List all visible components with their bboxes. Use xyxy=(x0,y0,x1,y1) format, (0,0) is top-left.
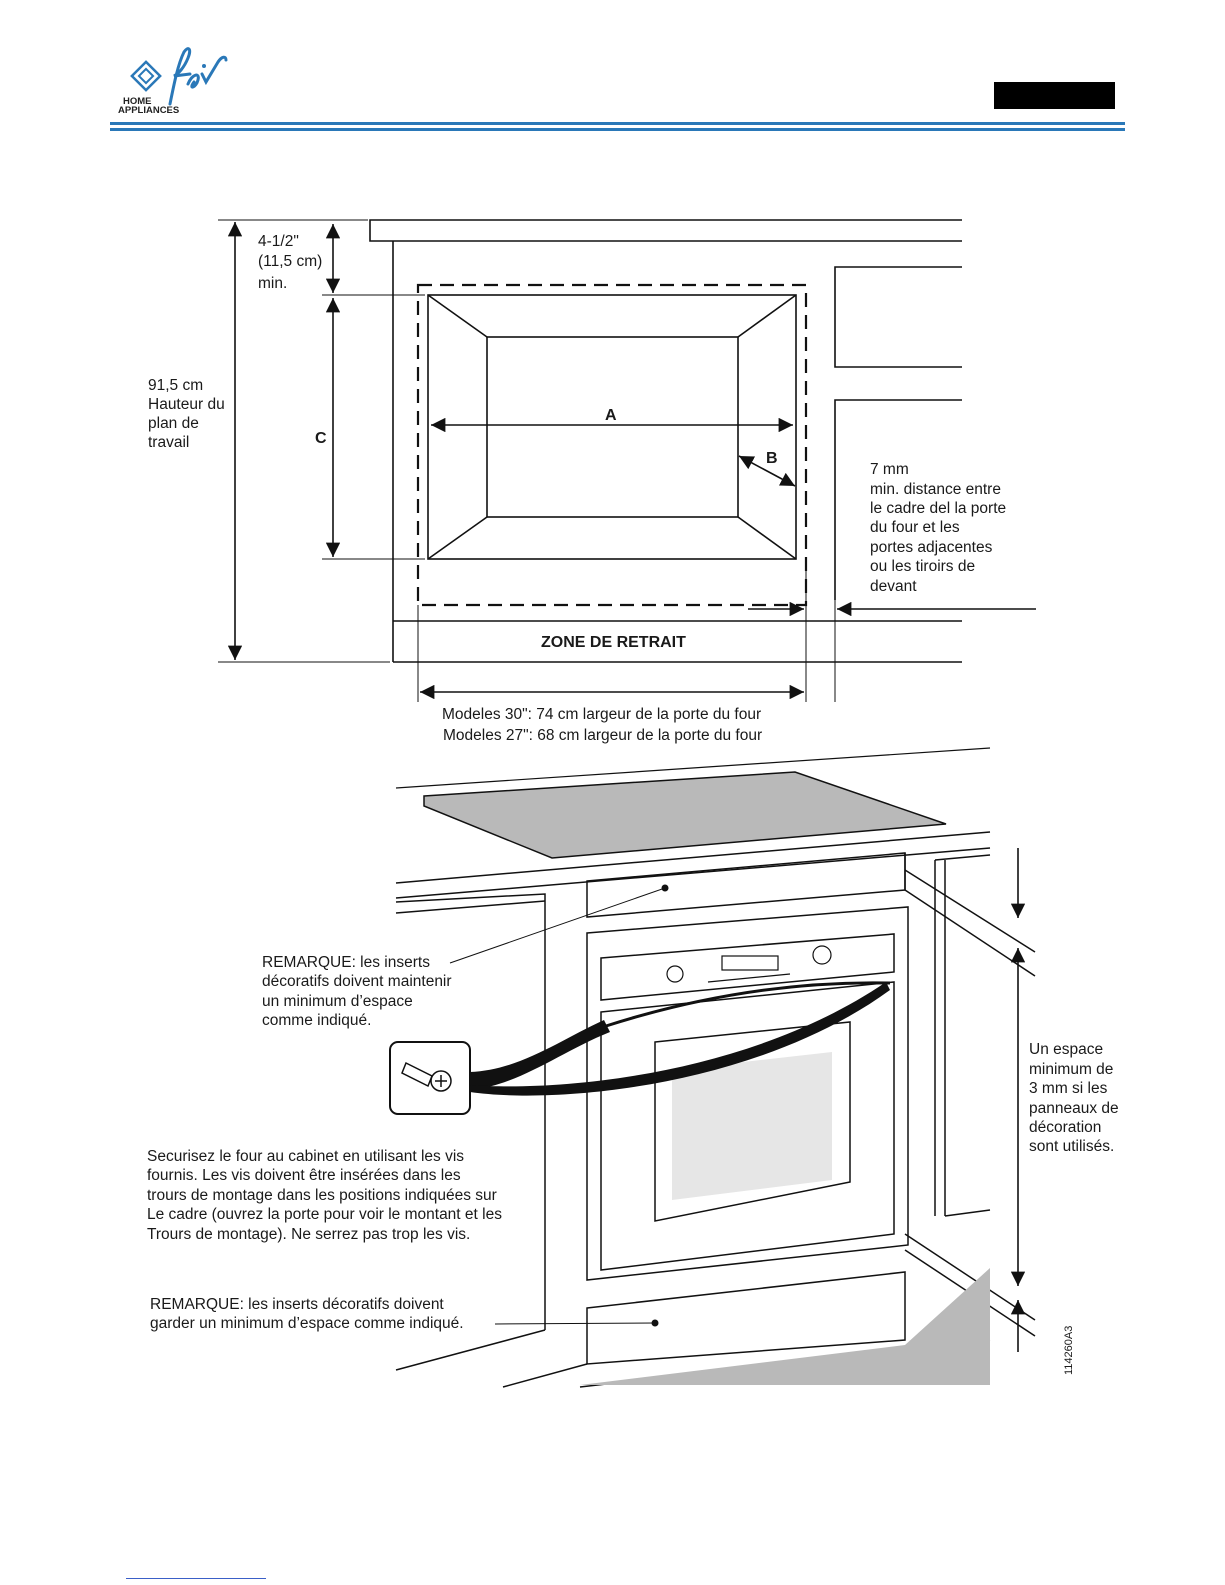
countertop-edge xyxy=(369,219,962,242)
gap-note-7: devant xyxy=(870,578,917,595)
gap-note-2: min. distance entre xyxy=(870,481,1001,498)
screw-leader-band xyxy=(470,1020,610,1090)
header-rule-bottom xyxy=(110,128,1125,131)
header-rule-top xyxy=(110,122,1125,125)
height-label-4: travail xyxy=(148,434,190,451)
screw-detail-box xyxy=(389,1041,471,1115)
gap-note-1: 7 mm xyxy=(870,461,909,478)
left-knob-icon xyxy=(666,965,684,983)
countertop-slab xyxy=(423,771,947,859)
floor-shade xyxy=(580,1268,990,1385)
gap-note-5: portes adjacentes xyxy=(870,539,993,556)
top-clearance-label-3: min. xyxy=(258,275,288,292)
logo xyxy=(118,44,238,116)
note-top-2: décoratifs doivent maintenir xyxy=(262,973,452,990)
model-27-label: Modeles 27": 68 cm largeur de la porte d… xyxy=(443,727,763,744)
screw-note-3: trours de montage dans les positions ind… xyxy=(147,1187,497,1204)
section-tab xyxy=(994,82,1115,109)
top-installation-diagram xyxy=(218,219,1036,702)
model-30-label: Modeles 30": 74 cm largeur de la porte d… xyxy=(442,706,762,723)
oven-window xyxy=(486,336,739,518)
space-note-6: sont utilisés. xyxy=(1029,1138,1115,1155)
logo-mark-icon xyxy=(130,47,228,106)
footer-link-underline[interactable] xyxy=(126,1578,266,1579)
dimension-b-arrow xyxy=(738,455,796,487)
note-bottom-2: garder un minimum d’espace comme indiqué… xyxy=(150,1315,464,1332)
screw-icon xyxy=(401,1061,452,1092)
note-top-1: REMARQUE: les inserts xyxy=(262,954,430,971)
dimension-c-label: C xyxy=(315,430,327,447)
note-top-3: un minimum d’espace xyxy=(262,993,413,1010)
height-label-1: 91,5 cm xyxy=(148,377,204,394)
oven-install-illustration xyxy=(389,747,1036,1388)
note-bottom-1: REMARQUE: les inserts décoratifs doivent xyxy=(150,1296,444,1313)
height-label-2: Hauteur du xyxy=(148,396,225,413)
oven-window-glass xyxy=(672,1052,832,1200)
logo-text-line1: HOME xyxy=(123,96,152,107)
space-note-5: décoration xyxy=(1029,1119,1102,1136)
right-knob-icon xyxy=(812,945,832,965)
gap-note-3: le cadre del la porte xyxy=(870,500,1007,517)
note-top-4: comme indiqué. xyxy=(262,1012,372,1029)
screw-note-4: Le cadre (ouvrez la porte pour voir le m… xyxy=(147,1206,502,1223)
screw-note-5: Trours de montage). Ne serrez pas trop l… xyxy=(147,1226,471,1243)
figure-code: 114260A3 xyxy=(1063,1325,1075,1375)
gap-note-6: ou les tiroirs de xyxy=(870,558,976,575)
cutout-dashed-outline xyxy=(416,283,808,607)
screw-note-2: fournis. Les vis doivent être insérées d… xyxy=(147,1167,461,1184)
zone-label: ZONE DE RETRAIT xyxy=(541,634,686,651)
logo-text-line2: APPLIANCES xyxy=(118,105,180,116)
dimension-b-label: B xyxy=(766,450,778,467)
height-label-3: plan de xyxy=(148,415,199,432)
space-note-1: Un espace xyxy=(1029,1041,1104,1058)
screw-note-1: Securisez le four au cabinet en utilisan… xyxy=(147,1148,465,1165)
space-note-3: 3 mm si les xyxy=(1029,1080,1108,1097)
oven-frame xyxy=(427,294,797,560)
space-note-2: minimum de xyxy=(1029,1061,1114,1078)
space-note-4: panneaux de xyxy=(1029,1100,1119,1117)
dimension-a-label: A xyxy=(605,407,617,424)
gap-note-4: du four et les xyxy=(870,519,960,536)
top-clearance-label-1: 4-1/2" xyxy=(258,233,299,250)
top-clearance-label-2: (11,5 cm) xyxy=(258,253,323,270)
